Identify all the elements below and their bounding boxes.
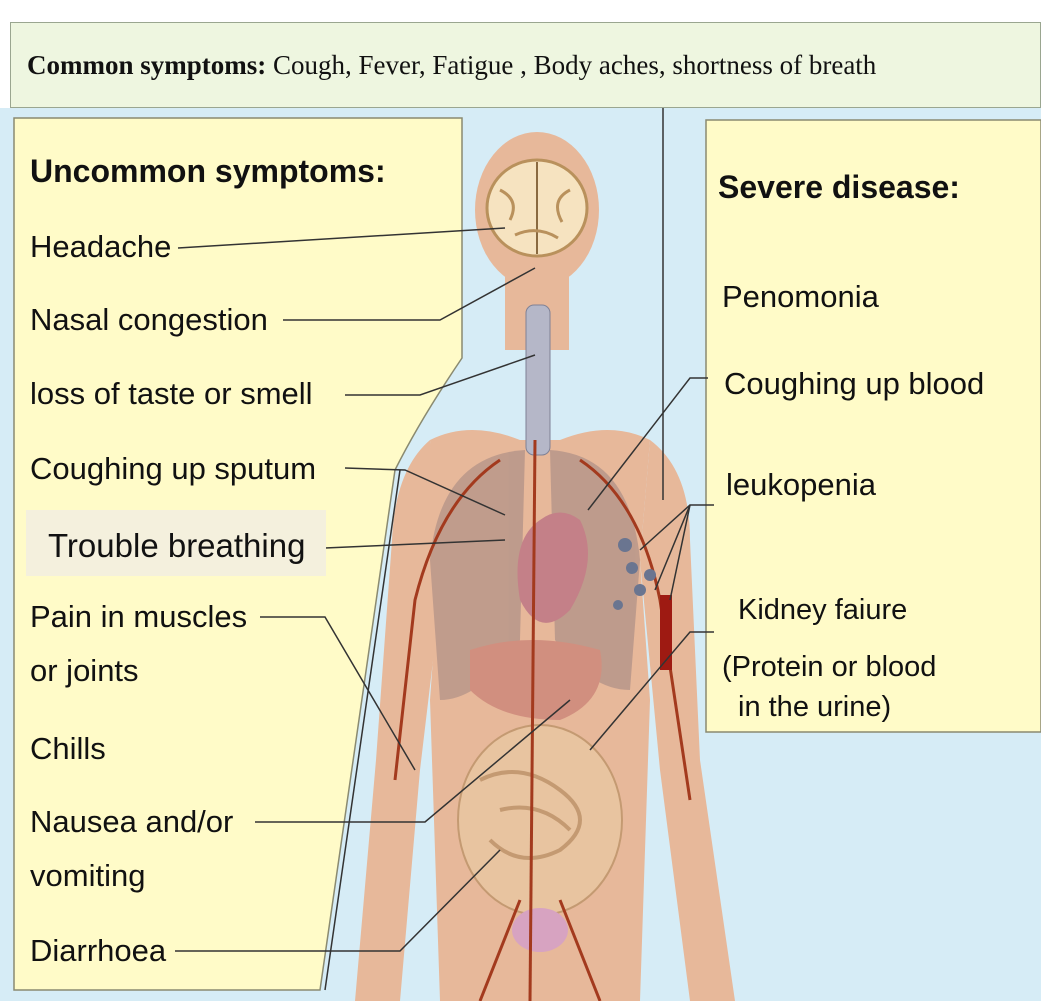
severe-heading: Severe disease: xyxy=(718,168,960,206)
uncommon-item-trouble-breathing: Trouble breathing xyxy=(48,527,305,565)
severe-item-coughing-blood: Coughing up blood xyxy=(724,365,984,403)
common-symptoms-text: Cough, Fever, Fatigue , Body aches, shor… xyxy=(273,50,876,80)
bladder xyxy=(512,908,568,952)
severe-item-kidney-3: in the urine) xyxy=(738,688,891,726)
uncommon-item-pain-1: Pain in muscles xyxy=(30,598,247,636)
uncommon-item-taste: loss of taste or smell xyxy=(30,375,313,413)
severe-item-pneumonia: Penomonia xyxy=(722,278,879,316)
uncommon-item-sputum: Coughing up sputum xyxy=(30,450,316,488)
uncommon-item-nausea-2: vomiting xyxy=(30,857,145,895)
trachea xyxy=(526,305,550,455)
uncommon-item-nasal: Nasal congestion xyxy=(30,301,268,339)
common-symptoms-label: Common symptoms: xyxy=(27,50,266,80)
uncommon-item-nausea-1: Nausea and/or xyxy=(30,803,233,841)
intestines xyxy=(458,725,622,915)
uncommon-item-diarrhoea: Diarrhoea xyxy=(30,932,166,970)
severe-panel xyxy=(706,120,1041,732)
bone-marrow xyxy=(660,595,672,670)
uncommon-item-pain-2: or joints xyxy=(30,652,139,690)
severe-item-kidney-1: Kidney faiure xyxy=(738,591,907,629)
severe-item-leukopenia: leukopenia xyxy=(726,466,876,504)
uncommon-item-chills: Chills xyxy=(30,730,106,768)
uncommon-heading: Uncommon symptoms: xyxy=(30,152,386,190)
severe-item-kidney-2: (Protein or blood xyxy=(722,648,936,686)
uncommon-item-headache: Headache xyxy=(30,228,171,266)
common-symptoms-bar: Common symptoms: Cough, Fever, Fatigue ,… xyxy=(10,22,1041,108)
brain-illustration xyxy=(487,160,587,256)
